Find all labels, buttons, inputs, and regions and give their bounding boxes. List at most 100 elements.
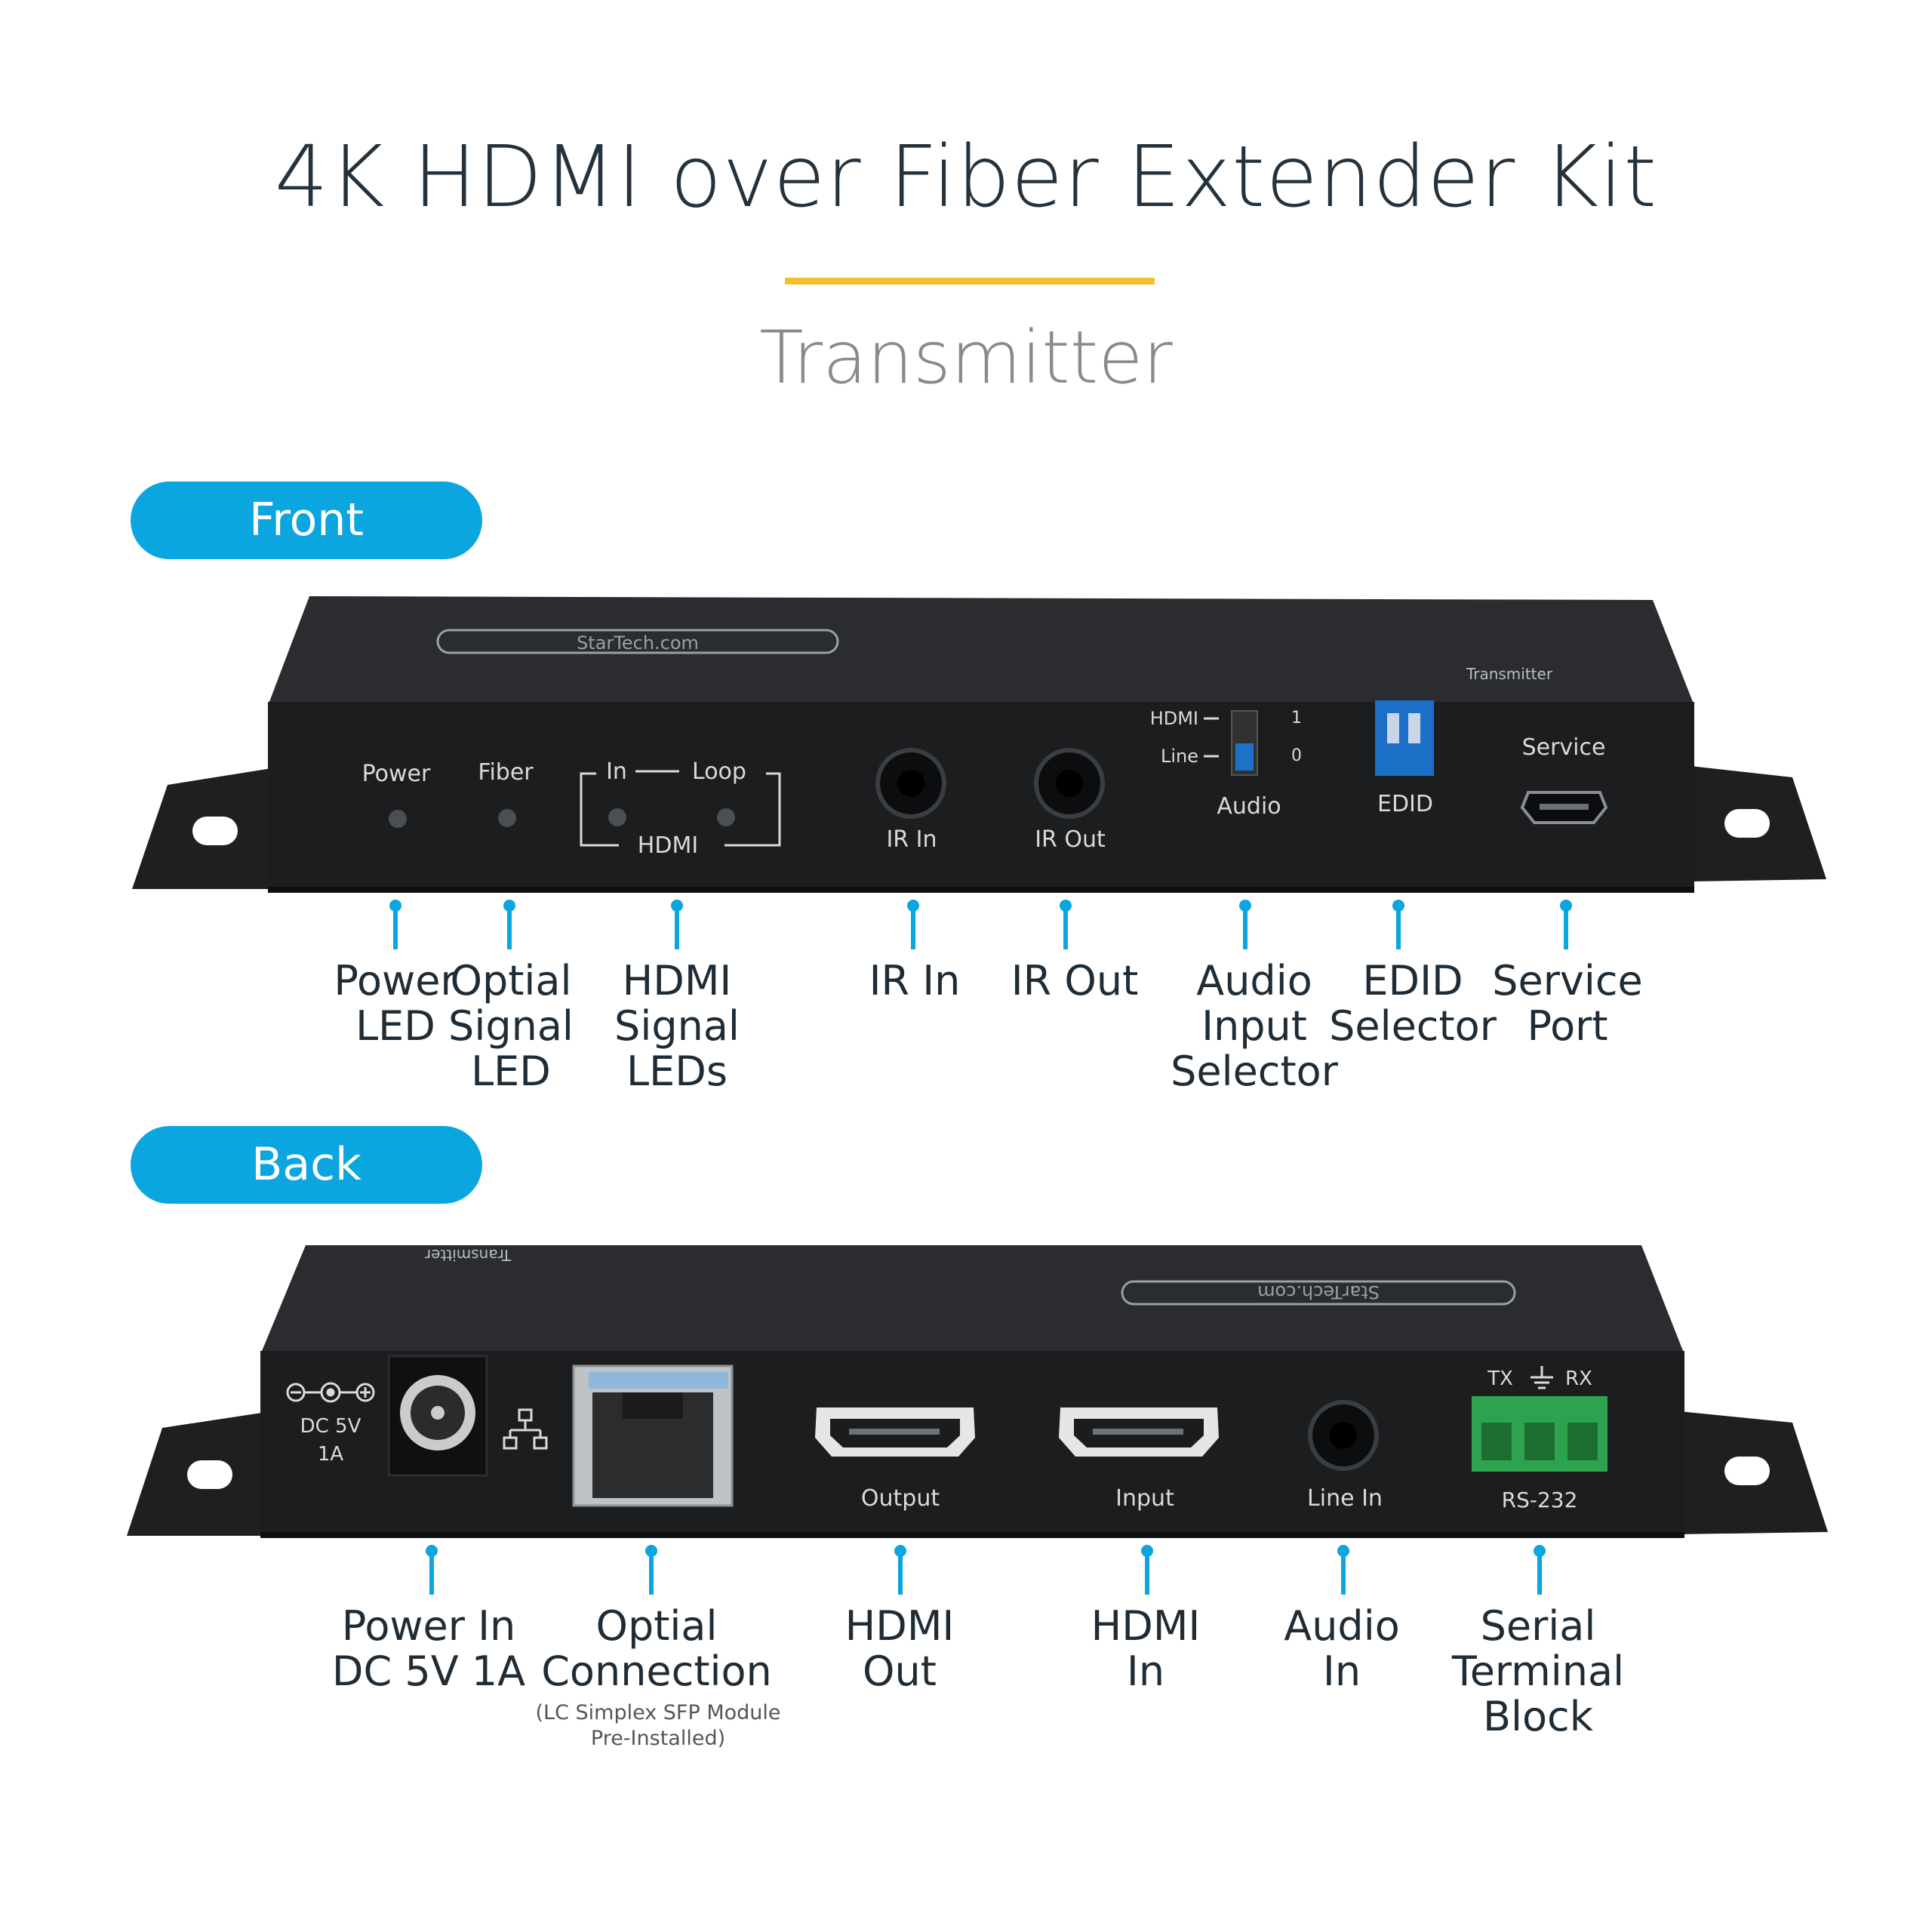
back-brand-text: StarTech.com	[1257, 1281, 1380, 1303]
callout-optical-connection: Optial Connection	[541, 1604, 772, 1694]
front-right-ear-slot	[1724, 809, 1770, 838]
callout-line: Signal	[448, 1002, 574, 1050]
ir-in-panel-label: IR In	[886, 826, 937, 853]
hdmi-input-panel-label: Input	[1115, 1485, 1174, 1512]
line-in-panel-label: Line In	[1307, 1485, 1383, 1512]
callout-power-in: Power In DC 5V 1A	[332, 1604, 525, 1694]
callout-line: Optial	[450, 957, 572, 1004]
hdmi-in-led	[608, 808, 626, 826]
title-accent-rule	[785, 278, 1155, 285]
back-section-badge: Back	[131, 1126, 482, 1204]
dc-polarity-symbol	[286, 1382, 375, 1403]
callout-hdmi-in: HDMI In	[1091, 1604, 1201, 1694]
back-callout-markers	[426, 1545, 1546, 1595]
hdmi-group-label: HDMI	[638, 832, 698, 859]
callout-audio-in: Audio In	[1284, 1604, 1399, 1694]
callout-edid-selector: EDID Selector	[1329, 958, 1497, 1049]
callout-line: Power	[334, 957, 457, 1004]
fiber-led	[498, 809, 516, 827]
back-device: StarTech.com Transmitter DC 5V 1A	[127, 1245, 1828, 1538]
front-face-panel	[268, 702, 1694, 891]
callout-line: LED	[471, 1048, 551, 1095]
callout-line: Connection	[541, 1647, 772, 1695]
back-left-ear-slot	[187, 1460, 232, 1489]
note-line: (LC Simplex SFP Module	[535, 1701, 781, 1724]
dc-amps-label: 1A	[318, 1443, 344, 1466]
hdmi-bracket-left	[580, 772, 619, 847]
hdmi-output-panel-label: Output	[861, 1485, 940, 1512]
callout-line: Audio	[1196, 957, 1312, 1004]
callout-line: LED	[355, 1002, 435, 1050]
audio-switch-line-label: Line	[1161, 746, 1198, 767]
hdmi-loop-led	[717, 808, 735, 826]
callout-service-port: Service Port	[1492, 958, 1643, 1049]
ground-icon	[1531, 1366, 1553, 1389]
dc-rating-label: DC 5V	[300, 1415, 361, 1438]
callout-line: HDMI	[1091, 1602, 1201, 1650]
edid-panel-label: EDID	[1377, 791, 1433, 817]
rs232-tx-label: TX	[1487, 1367, 1513, 1390]
back-brand-badge	[1121, 1280, 1516, 1306]
callout-line: Block	[1482, 1693, 1594, 1740]
page-title: 4K HDMI over Fiber Extender Kit	[274, 128, 1658, 226]
back-right-ear-slot	[1724, 1457, 1770, 1485]
callout-line: IR Out	[1011, 957, 1139, 1004]
power-led	[389, 810, 407, 828]
callout-serial-terminal-block: Serial Terminal Block	[1452, 1604, 1624, 1740]
callout-line: Service	[1492, 957, 1643, 1004]
rs232-rx-label: RX	[1565, 1367, 1592, 1390]
audio-panel-label: Audio	[1217, 793, 1281, 820]
callout-power-led: Power LED	[334, 958, 457, 1049]
callout-hdmi-out: HDMI Out	[845, 1604, 955, 1694]
callout-line: HDMI	[622, 957, 732, 1004]
callout-line: IR In	[869, 957, 961, 1004]
callout-optical-signal-led: Optial Signal LED	[448, 958, 574, 1094]
callout-line: Terminal	[1451, 1647, 1625, 1695]
callout-line: Selector	[1171, 1048, 1338, 1095]
callout-line: Optial	[595, 1602, 718, 1650]
audio-switch-1-label: 1	[1291, 709, 1302, 728]
callout-line: Serial	[1480, 1602, 1596, 1650]
callout-line: Port	[1527, 1002, 1608, 1050]
front-power-label: Power	[362, 761, 431, 787]
audio-switch-hdmi-label: HDMI	[1150, 708, 1198, 729]
front-left-ear-slot	[192, 817, 238, 845]
edid-dip-switch	[1375, 700, 1434, 776]
back-model-text: Transmitter	[424, 1246, 512, 1264]
front-fiber-label: Fiber	[478, 759, 534, 786]
front-brand-badge	[436, 629, 839, 654]
hdmi-in-label: In	[606, 758, 627, 785]
front-brand-text: StarTech.com	[577, 632, 699, 654]
front-model-text: Transmitter	[1466, 665, 1553, 683]
callout-line: Power In	[341, 1602, 516, 1650]
callout-line: EDID	[1362, 957, 1463, 1004]
callout-line: Signal	[614, 1002, 740, 1050]
callout-audio-input-selector: Audio Input Selector	[1171, 958, 1338, 1094]
callout-line: LEDs	[626, 1048, 728, 1095]
callout-hdmi-signal-leds: HDMI Signal LEDs	[614, 958, 740, 1094]
callout-line: Audio	[1284, 1602, 1400, 1650]
front-section-badge: Front	[131, 481, 482, 559]
callout-optical-connection-note: (LC Simplex SFP Module Pre-Installed)	[535, 1700, 780, 1752]
back-face-panel	[260, 1351, 1684, 1536]
audio-switch-0-label: 0	[1291, 746, 1302, 765]
front-top-surface	[268, 596, 1694, 706]
hdmi-loop-label: Loop	[692, 758, 746, 785]
front-callout-markers	[389, 900, 1572, 949]
callout-ir-out: IR Out	[1011, 958, 1139, 1004]
callout-line: Out	[863, 1647, 937, 1695]
callout-line: In	[1322, 1647, 1361, 1695]
callout-line: Input	[1201, 1002, 1307, 1050]
network-icon	[503, 1408, 548, 1450]
note-line: Pre-Installed)	[590, 1727, 726, 1750]
callout-line: Selector	[1329, 1002, 1497, 1050]
rs232-panel-label: RS-232	[1502, 1487, 1578, 1512]
callout-ir-in: IR In	[869, 958, 961, 1004]
front-device: StarTech.com Transmitter Power Fiber In …	[132, 596, 1826, 893]
hdmi-bracket-right	[724, 772, 781, 847]
service-panel-label: Service	[1522, 734, 1606, 761]
ir-out-panel-label: IR Out	[1035, 826, 1106, 853]
callout-line: HDMI	[844, 1602, 955, 1650]
page-subtitle: Transmitter	[759, 315, 1173, 400]
